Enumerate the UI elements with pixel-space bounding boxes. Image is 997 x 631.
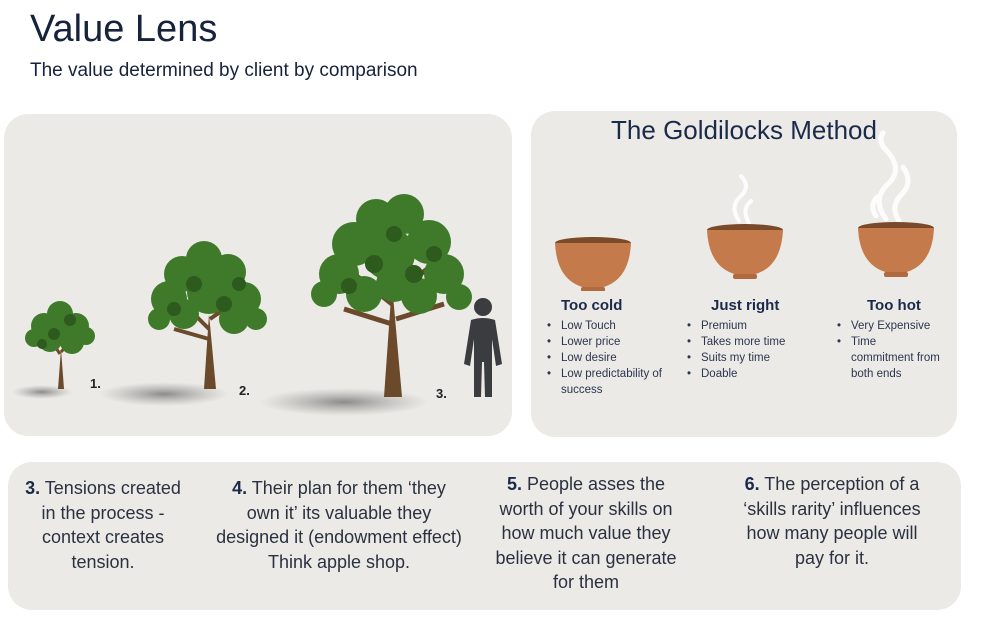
point-text: Their plan for them ‘they own it’ its va… <box>216 478 462 572</box>
steam-icon <box>870 130 911 224</box>
point-4: 4. Their plan for them ‘they own it’ its… <box>216 476 462 574</box>
too-cold-list: Low Touch Lower price Low desire Low pre… <box>541 318 681 398</box>
page-title: Value Lens <box>30 8 218 50</box>
list-item: Very Expensive <box>837 318 951 334</box>
person-silhouette-icon <box>464 298 502 397</box>
too-cold-heading: Too cold <box>561 297 623 314</box>
point-text: Tensions created in the process -context… <box>41 478 181 572</box>
tree-label-1: 1. <box>90 376 101 391</box>
small-tree-icon <box>12 301 95 399</box>
list-item: Low Touch <box>547 318 681 334</box>
just-right-list: Premium Takes more time Suits my time Do… <box>681 318 821 382</box>
just-right-column: Just right Premium Takes more time Suits… <box>681 297 821 382</box>
point-6: 6. The perception of a ‘skills rarity’ i… <box>736 472 928 570</box>
bowl-icon <box>707 224 783 279</box>
bowls-illustration <box>555 130 934 291</box>
point-number: 4. <box>232 478 248 498</box>
too-hot-heading: Too hot <box>867 297 921 314</box>
point-3: 3. Tensions created in the process -cont… <box>22 476 184 574</box>
points-panel: 3. Tensions created in the process -cont… <box>8 462 961 610</box>
list-item: Low predictability of success <box>547 366 681 398</box>
large-tree-icon <box>259 194 472 416</box>
list-item: Suits my time <box>687 350 821 366</box>
point-number: 5. <box>506 474 522 494</box>
bowl-icon <box>555 237 631 291</box>
list-item: Time commitment from both ends <box>837 334 941 382</box>
too-cold-column: Too cold Low Touch Lower price Low desir… <box>541 297 681 398</box>
just-right-heading: Just right <box>711 297 780 314</box>
steam-icon <box>732 174 753 225</box>
list-item: Low desire <box>547 350 681 366</box>
goldilocks-title: The Goldilocks Method <box>611 115 877 145</box>
trees-illustration: 1. 2. <box>12 194 502 416</box>
tree-label-3: 3. <box>436 386 447 401</box>
trees-panel: 1. 2. <box>4 114 512 436</box>
medium-tree-icon <box>99 241 267 406</box>
too-hot-list: Very Expensive Time commitment from both… <box>821 318 951 382</box>
goldilocks-panel: The Goldilocks Method <box>531 111 957 437</box>
tree-label-2: 2. <box>239 383 250 398</box>
point-number: 6. <box>744 474 760 494</box>
point-text: People asses the worth of your skills on… <box>495 474 677 592</box>
point-text: The perception of a ‘skills rarity’ infl… <box>743 474 921 568</box>
too-hot-column: Too hot Very Expensive Time commitment f… <box>821 297 951 382</box>
list-item: Lower price <box>547 334 681 350</box>
point-5: 5. People asses the worth of your skills… <box>490 472 682 595</box>
point-number: 3. <box>25 478 41 498</box>
list-item: Takes more time <box>687 334 821 350</box>
page-subtitle: The value determined by client by compar… <box>30 60 418 81</box>
list-item: Doable <box>687 366 821 382</box>
bowl-icon <box>858 222 934 277</box>
list-item: Premium <box>687 318 821 334</box>
